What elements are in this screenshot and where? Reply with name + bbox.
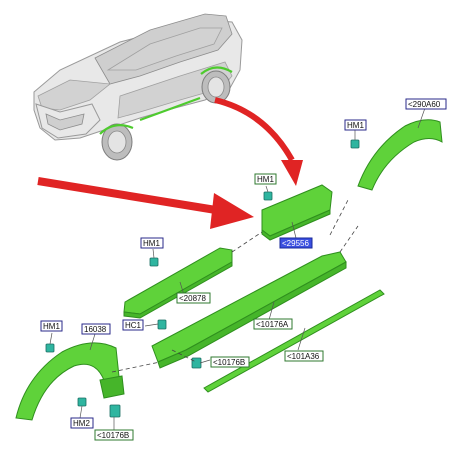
label-hm1-left: HM1 [140, 237, 164, 249]
label-hm1-left-text: HM1 [143, 239, 160, 248]
label-20878-text: <20878 [179, 294, 206, 303]
green-parts [15, 119, 443, 421]
label-hm1-bottom-text: HM1 [43, 322, 60, 331]
label-hc1-text: HC1 [125, 321, 142, 330]
label-hm2: HM2 [70, 417, 94, 429]
assembly-lines [111, 199, 359, 373]
label-hm1-bottom: HM1 [40, 320, 63, 332]
label-hm1-top-text: HM1 [347, 121, 364, 130]
label-hc1: HC1 [122, 319, 144, 331]
label-101a36: <101A36 [284, 350, 324, 362]
label-29556: <29556 [279, 237, 313, 249]
label-10176b-bottom: <10176B [94, 429, 134, 441]
rear-wheel-arch-molding [357, 119, 443, 191]
label-10176b-mid: <10176B [210, 356, 250, 368]
label-hm2-text: HM2 [73, 419, 90, 428]
label-hm1-mid-text: HM1 [257, 175, 274, 184]
label-10176a-text: <10176A [256, 320, 289, 329]
red-arrows [37, 97, 303, 229]
label-10176a: <10176A [253, 318, 293, 330]
label-hm1-top: HM1 [344, 119, 367, 131]
front-door-molding [123, 247, 233, 315]
label-10176b-bottom-text: <10176B [97, 431, 129, 440]
rocker-molding [151, 251, 347, 363]
label-290a60-text: <290A60 [408, 100, 441, 109]
label-10176b-mid-text: <10176B [213, 358, 245, 367]
car-illustration [33, 13, 243, 161]
label-16038: 16038 [81, 323, 111, 335]
label-hm1-mid: HM1 [254, 173, 277, 185]
label-29556-text: <29556 [282, 239, 309, 248]
label-101a36-text: <101A36 [287, 352, 320, 361]
label-290a60: <290A60 [405, 98, 447, 110]
label-20878: <20878 [176, 292, 211, 304]
label-16038-text: 16038 [84, 325, 107, 334]
